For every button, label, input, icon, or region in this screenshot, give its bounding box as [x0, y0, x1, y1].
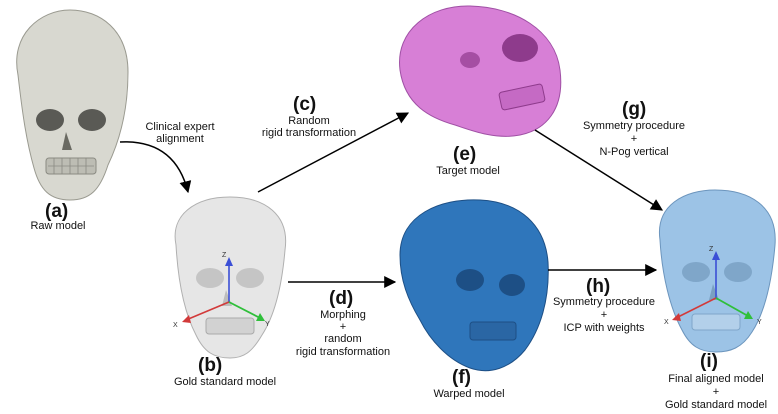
- panel-g-tag: (g): [622, 99, 647, 120]
- panel-f-tag: (f): [452, 367, 471, 388]
- panel-h-line2: +: [600, 309, 608, 321]
- panel-c-line2: rigid transformation: [261, 127, 357, 139]
- arrow-e-to-i: [534, 129, 664, 211]
- panel-g-line3: N-Pog vertical: [599, 146, 669, 158]
- target-skull-image: [399, 5, 562, 137]
- panel-i-tag: (i): [700, 351, 718, 372]
- panel-b-caption: Gold standard model: [173, 376, 277, 388]
- alignment-line1: Clinical expert: [145, 121, 215, 133]
- axis-x-label-b: X: [173, 322, 178, 329]
- gold-standard-skull-image: [174, 196, 287, 359]
- panel-d-line1: Morphing: [320, 309, 366, 321]
- panel-e-caption: Target model: [436, 165, 500, 177]
- panel-a-tag: (a): [45, 201, 69, 222]
- panel-g-line2: +: [630, 133, 638, 145]
- panel-d-line2: +: [339, 321, 347, 333]
- warped-skull-image: [399, 199, 549, 372]
- panel-c-tag: (c): [293, 94, 317, 115]
- axis-z-label-b: Z: [222, 252, 227, 259]
- panel-d-line3: random: [324, 333, 362, 345]
- panel-a-caption: Raw model: [30, 220, 86, 232]
- arrow-a-to-b: [119, 141, 192, 194]
- axis-y-label-i: Y: [757, 319, 762, 326]
- panel-e-tag: (e): [453, 144, 477, 165]
- panel-i-line2: +: [712, 386, 720, 398]
- panel-f-caption: Warped model: [433, 388, 505, 400]
- panel-c-line1: Random: [288, 115, 330, 127]
- panel-b-tag: (b): [198, 355, 223, 376]
- panel-h-line1: Symmetry procedure: [552, 296, 656, 308]
- alignment-line2: alignment: [156, 133, 204, 145]
- raw-skull-image: [16, 9, 129, 201]
- axis-z-label-i: Z: [709, 246, 714, 253]
- arrow-b-to-e: [257, 112, 410, 193]
- axis-y-label-b: Y: [265, 321, 270, 328]
- panel-g-line1: Symmetry procedure: [582, 120, 686, 132]
- panel-h-line3: ICP with weights: [563, 322, 645, 334]
- axis-x-label-i: X: [664, 319, 669, 326]
- panel-h-tag: (h): [586, 276, 611, 297]
- panel-d-line4: rigid transformation: [295, 346, 391, 358]
- panel-d-tag: (d): [329, 288, 354, 309]
- panel-i-line3: Gold standard model: [664, 399, 768, 411]
- final-aligned-skull-image: [659, 189, 776, 353]
- panel-i-line1: Final aligned model: [668, 373, 764, 385]
